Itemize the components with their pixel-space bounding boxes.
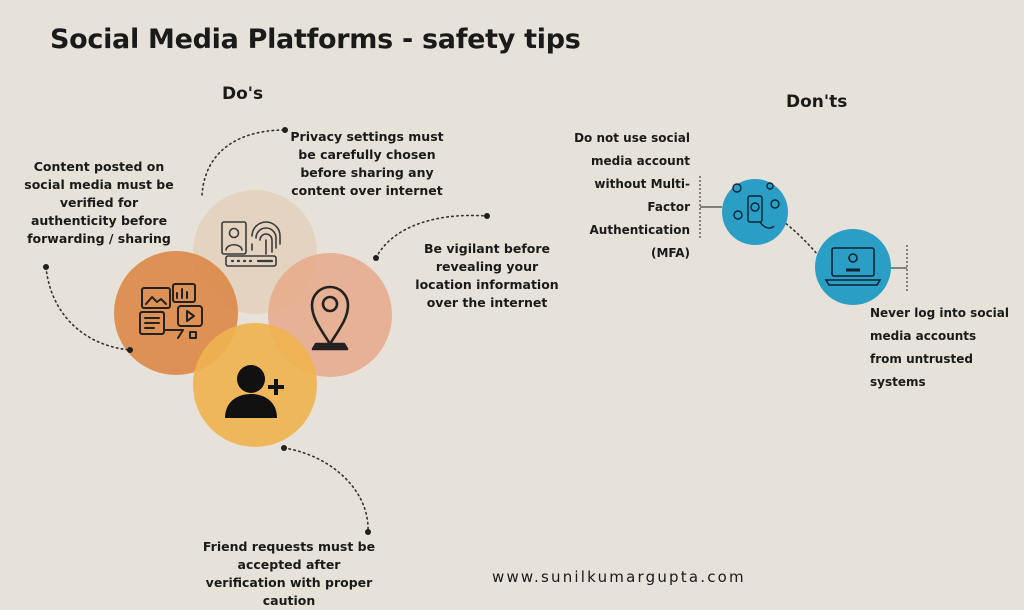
tip-friend-requests: Friend requests must be accepted after v… [202,539,376,608]
add-user-icon [225,365,284,418]
privacy-connector [201,129,286,196]
untrusted-circle [815,229,891,305]
donts-heading: Don'ts [786,92,848,112]
tip-content-verification: Content posted on social media must be v… [24,159,174,246]
mfa-circle [722,179,788,245]
friend-connector [283,447,369,533]
phone-social-icon [732,182,780,229]
content-connector [45,266,131,351]
tip-untrusted-systems: Never log into social media accounts fro… [870,306,1010,389]
tip-privacy-settings: Privacy settings must be carefully chose… [290,129,444,198]
fingerprint-id-icon [221,221,281,267]
location-connector [375,214,488,259]
page-title: Social Media Platforms - safety tips [50,24,581,55]
tip-location-vigilance: Be vigilant before revealing your locati… [415,241,559,310]
content-media-icon [139,283,203,339]
tip-mfa: Do not use social media account without … [574,131,690,260]
dos-heading: Do's [222,84,264,104]
content-circle [114,251,238,375]
laptop-login-icon [824,247,882,286]
tips-diagram [43,127,908,535]
website-url: www.sunilkumargupta.com [492,568,746,586]
location-pin-icon [310,285,350,351]
